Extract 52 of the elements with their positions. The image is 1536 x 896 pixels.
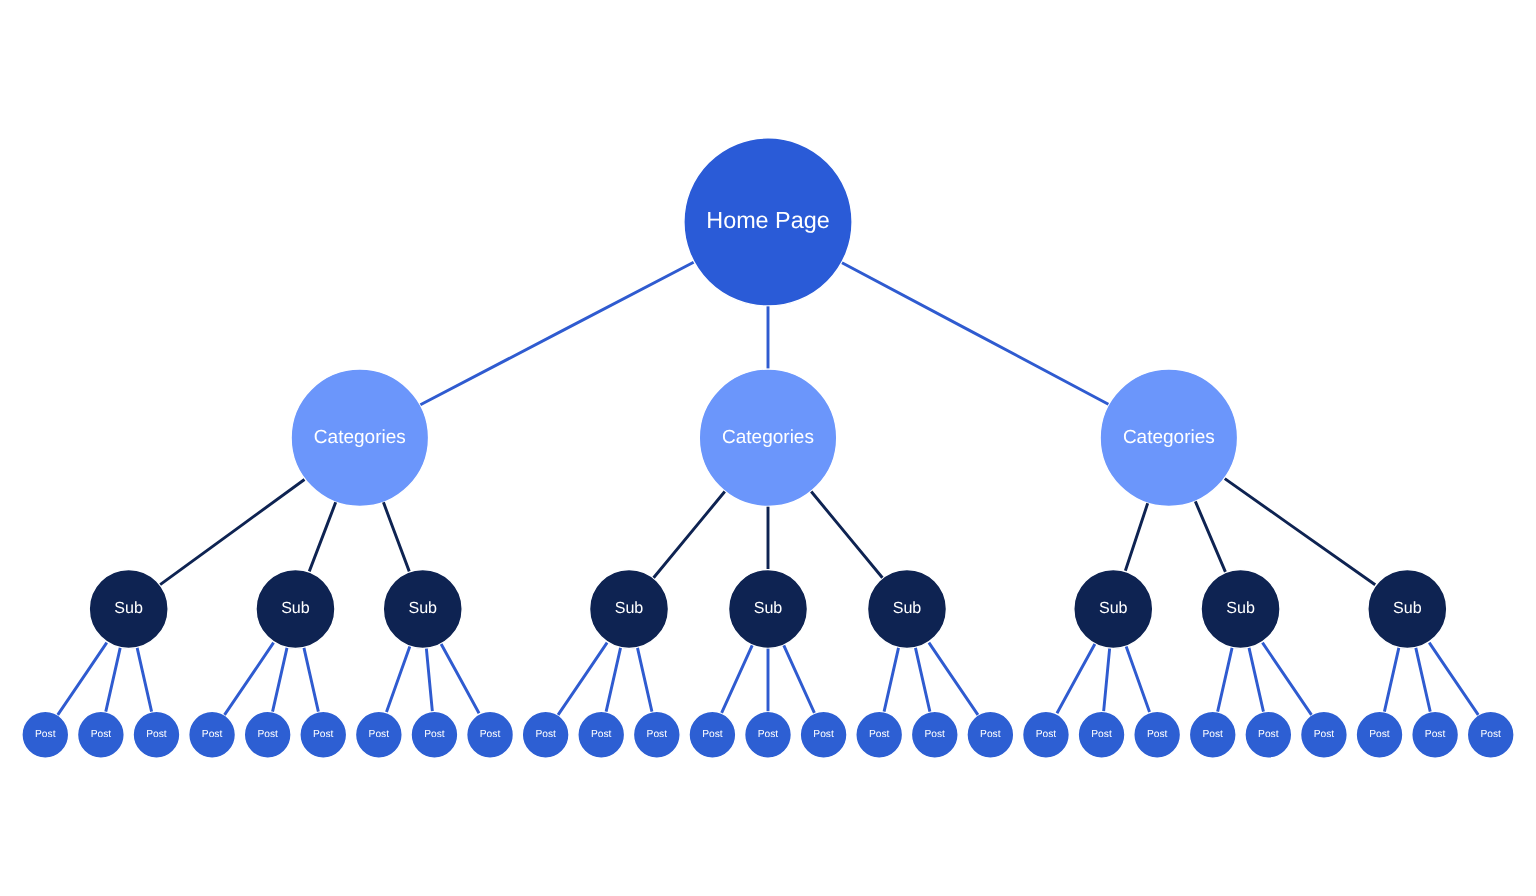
connector	[1261, 641, 1313, 716]
connector	[1414, 647, 1432, 712]
connector	[652, 490, 726, 579]
connector	[1382, 647, 1401, 712]
connector	[1055, 643, 1097, 714]
connector	[439, 643, 481, 714]
connector	[307, 501, 338, 572]
node-circle: Sub	[1073, 568, 1154, 650]
connector	[382, 501, 411, 572]
connector	[223, 641, 275, 716]
connector	[766, 648, 770, 712]
node-circle: Categories	[1099, 368, 1239, 508]
connector	[159, 478, 306, 586]
connector	[556, 641, 609, 716]
connector	[419, 260, 695, 406]
connector	[385, 646, 412, 713]
connector	[766, 506, 770, 570]
connector	[782, 644, 816, 714]
node-circle: Home Page	[683, 137, 853, 307]
connector	[914, 647, 932, 712]
node-circle: Sub	[1367, 568, 1448, 650]
connector	[104, 647, 122, 712]
connector	[1194, 500, 1227, 573]
connector	[1428, 641, 1480, 716]
node-circle: Sub	[382, 568, 463, 650]
connector	[1123, 502, 1150, 572]
connector	[882, 647, 900, 712]
connector	[424, 648, 434, 712]
node-circle: Sub	[88, 568, 169, 650]
connector	[135, 647, 154, 712]
node-circle: Sub	[727, 568, 809, 650]
node-circle: Categories	[698, 368, 838, 508]
connector	[1223, 477, 1377, 586]
connector	[927, 641, 980, 716]
connector	[302, 647, 320, 712]
node-circle: Sub	[1200, 568, 1281, 650]
connector	[766, 306, 770, 369]
connector	[1124, 646, 1151, 713]
node-circle: Sub	[255, 568, 336, 650]
connector	[636, 647, 654, 712]
connector	[841, 261, 1110, 406]
connector	[271, 647, 289, 712]
connector	[810, 490, 884, 579]
connector	[604, 647, 622, 712]
connector	[1247, 647, 1265, 712]
node-circle: Sub	[866, 568, 948, 650]
node-circle: Sub	[588, 568, 670, 650]
node-circle: Categories	[290, 368, 430, 508]
connector	[1216, 647, 1234, 712]
connector	[720, 644, 754, 714]
connector	[1102, 648, 1112, 712]
connector	[56, 641, 108, 716]
